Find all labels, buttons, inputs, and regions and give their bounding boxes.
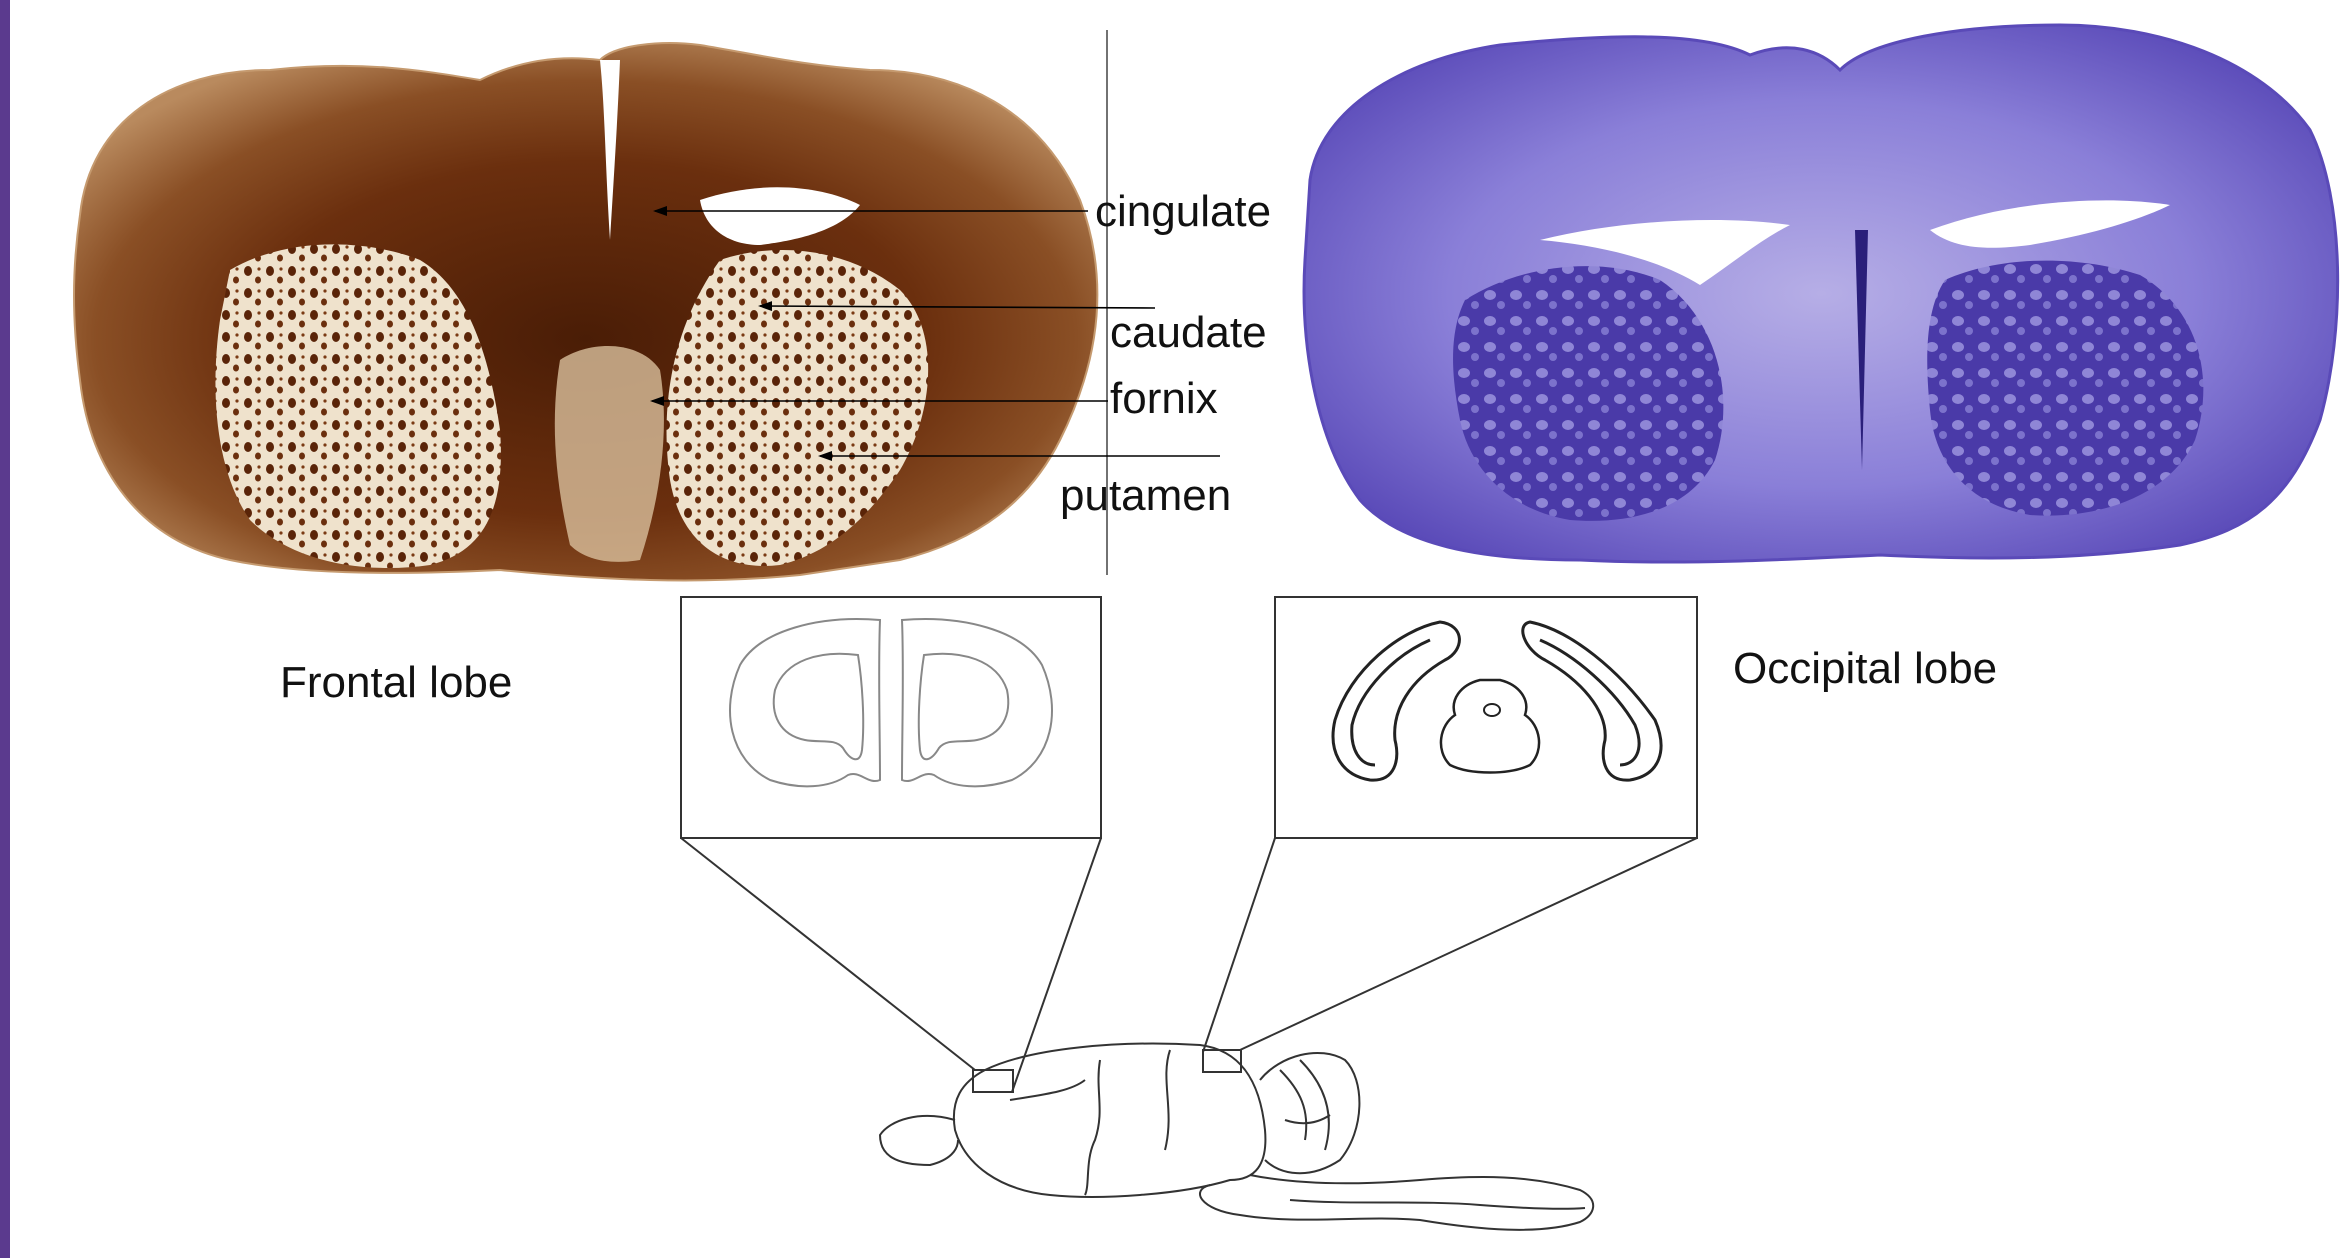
cerebellum-folia-1 <box>1280 1070 1306 1140</box>
occipital-projection-left <box>1203 838 1275 1052</box>
frontal-projection-right <box>1012 838 1101 1092</box>
frontal-inset-frame <box>681 597 1101 838</box>
occipital-lobe-label: Occipital lobe <box>1733 644 1997 693</box>
cerebrum-sulcus-2 <box>1085 1060 1100 1195</box>
putamen-label: putamen <box>1060 471 1231 520</box>
cerebrum-sulcus-3 <box>1165 1050 1170 1150</box>
frontal-lobe-label: Frontal lobe <box>280 658 512 707</box>
caudate-label: caudate <box>1110 308 1267 357</box>
spinal-cord-inner <box>1290 1200 1585 1209</box>
septum-light <box>555 346 664 562</box>
cerebrum-outline <box>954 1044 1266 1197</box>
cerebrum-sulcus-1 <box>1010 1080 1085 1100</box>
fornix-label: fornix <box>1110 374 1218 423</box>
occipital-right-striatum <box>1927 261 2203 516</box>
frontal-section-image <box>74 43 1097 580</box>
occipital-section-image <box>1304 25 2338 562</box>
olfactory-bulb <box>880 1116 958 1165</box>
cingulate-label: cingulate <box>1095 187 1271 236</box>
projection-lines <box>681 838 1697 1092</box>
cerebellum-folia-2 <box>1300 1060 1329 1150</box>
cerebellum-folia-3 <box>1285 1115 1330 1123</box>
whole-brain-sketch <box>880 1044 1593 1230</box>
occipital-projection-right <box>1240 838 1697 1050</box>
frontal-inset-box <box>681 597 1101 838</box>
frontal-projection-left <box>681 838 975 1070</box>
occipital-section-outer <box>1304 25 2338 562</box>
occipital-inset-box <box>1275 597 1697 838</box>
occipital-inset-frame <box>1275 597 1697 838</box>
